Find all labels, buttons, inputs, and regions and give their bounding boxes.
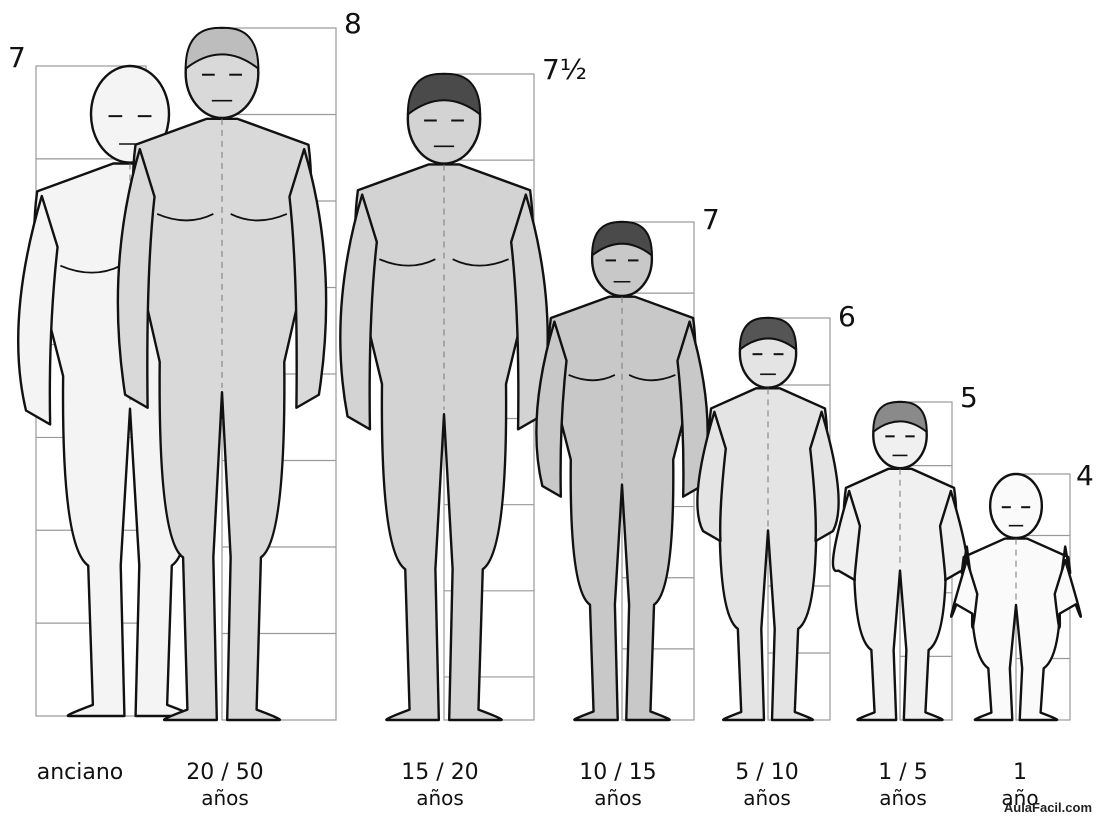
heads-count-child-5: 6 — [838, 303, 856, 331]
age-label-child-1: 1 / 5 — [848, 762, 958, 784]
age-label-child-10: 10 / 15 — [563, 762, 673, 784]
age-unit-child-1: años — [848, 788, 958, 808]
age-unit-teen: años — [385, 788, 495, 808]
heads-count-child-10: 7 — [702, 206, 720, 234]
heads-count-adult: 8 — [344, 10, 362, 38]
heads-count-anciano: 7 — [8, 44, 26, 72]
watermark: AulaFacil.com — [1004, 800, 1092, 815]
heads-count-child-1: 5 — [960, 384, 978, 412]
head — [990, 474, 1042, 538]
age-label-child-5: 5 / 10 — [712, 762, 822, 784]
age-label-teen: 15 / 20 — [385, 762, 495, 784]
age-label-adult: 20 / 50 — [170, 762, 280, 784]
age-unit-child-5: años — [712, 788, 822, 808]
arm-right — [289, 149, 326, 408]
age-unit-child-10: años — [563, 788, 673, 808]
age-label-anciano: anciano — [30, 762, 130, 784]
heads-count-baby: 4 — [1076, 462, 1094, 490]
heads-count-teen: 7½ — [542, 56, 587, 84]
arm-left — [18, 196, 57, 424]
arm-left — [340, 195, 377, 430]
age-label-baby: 1 — [990, 762, 1050, 784]
age-unit-adult: años — [170, 788, 280, 808]
